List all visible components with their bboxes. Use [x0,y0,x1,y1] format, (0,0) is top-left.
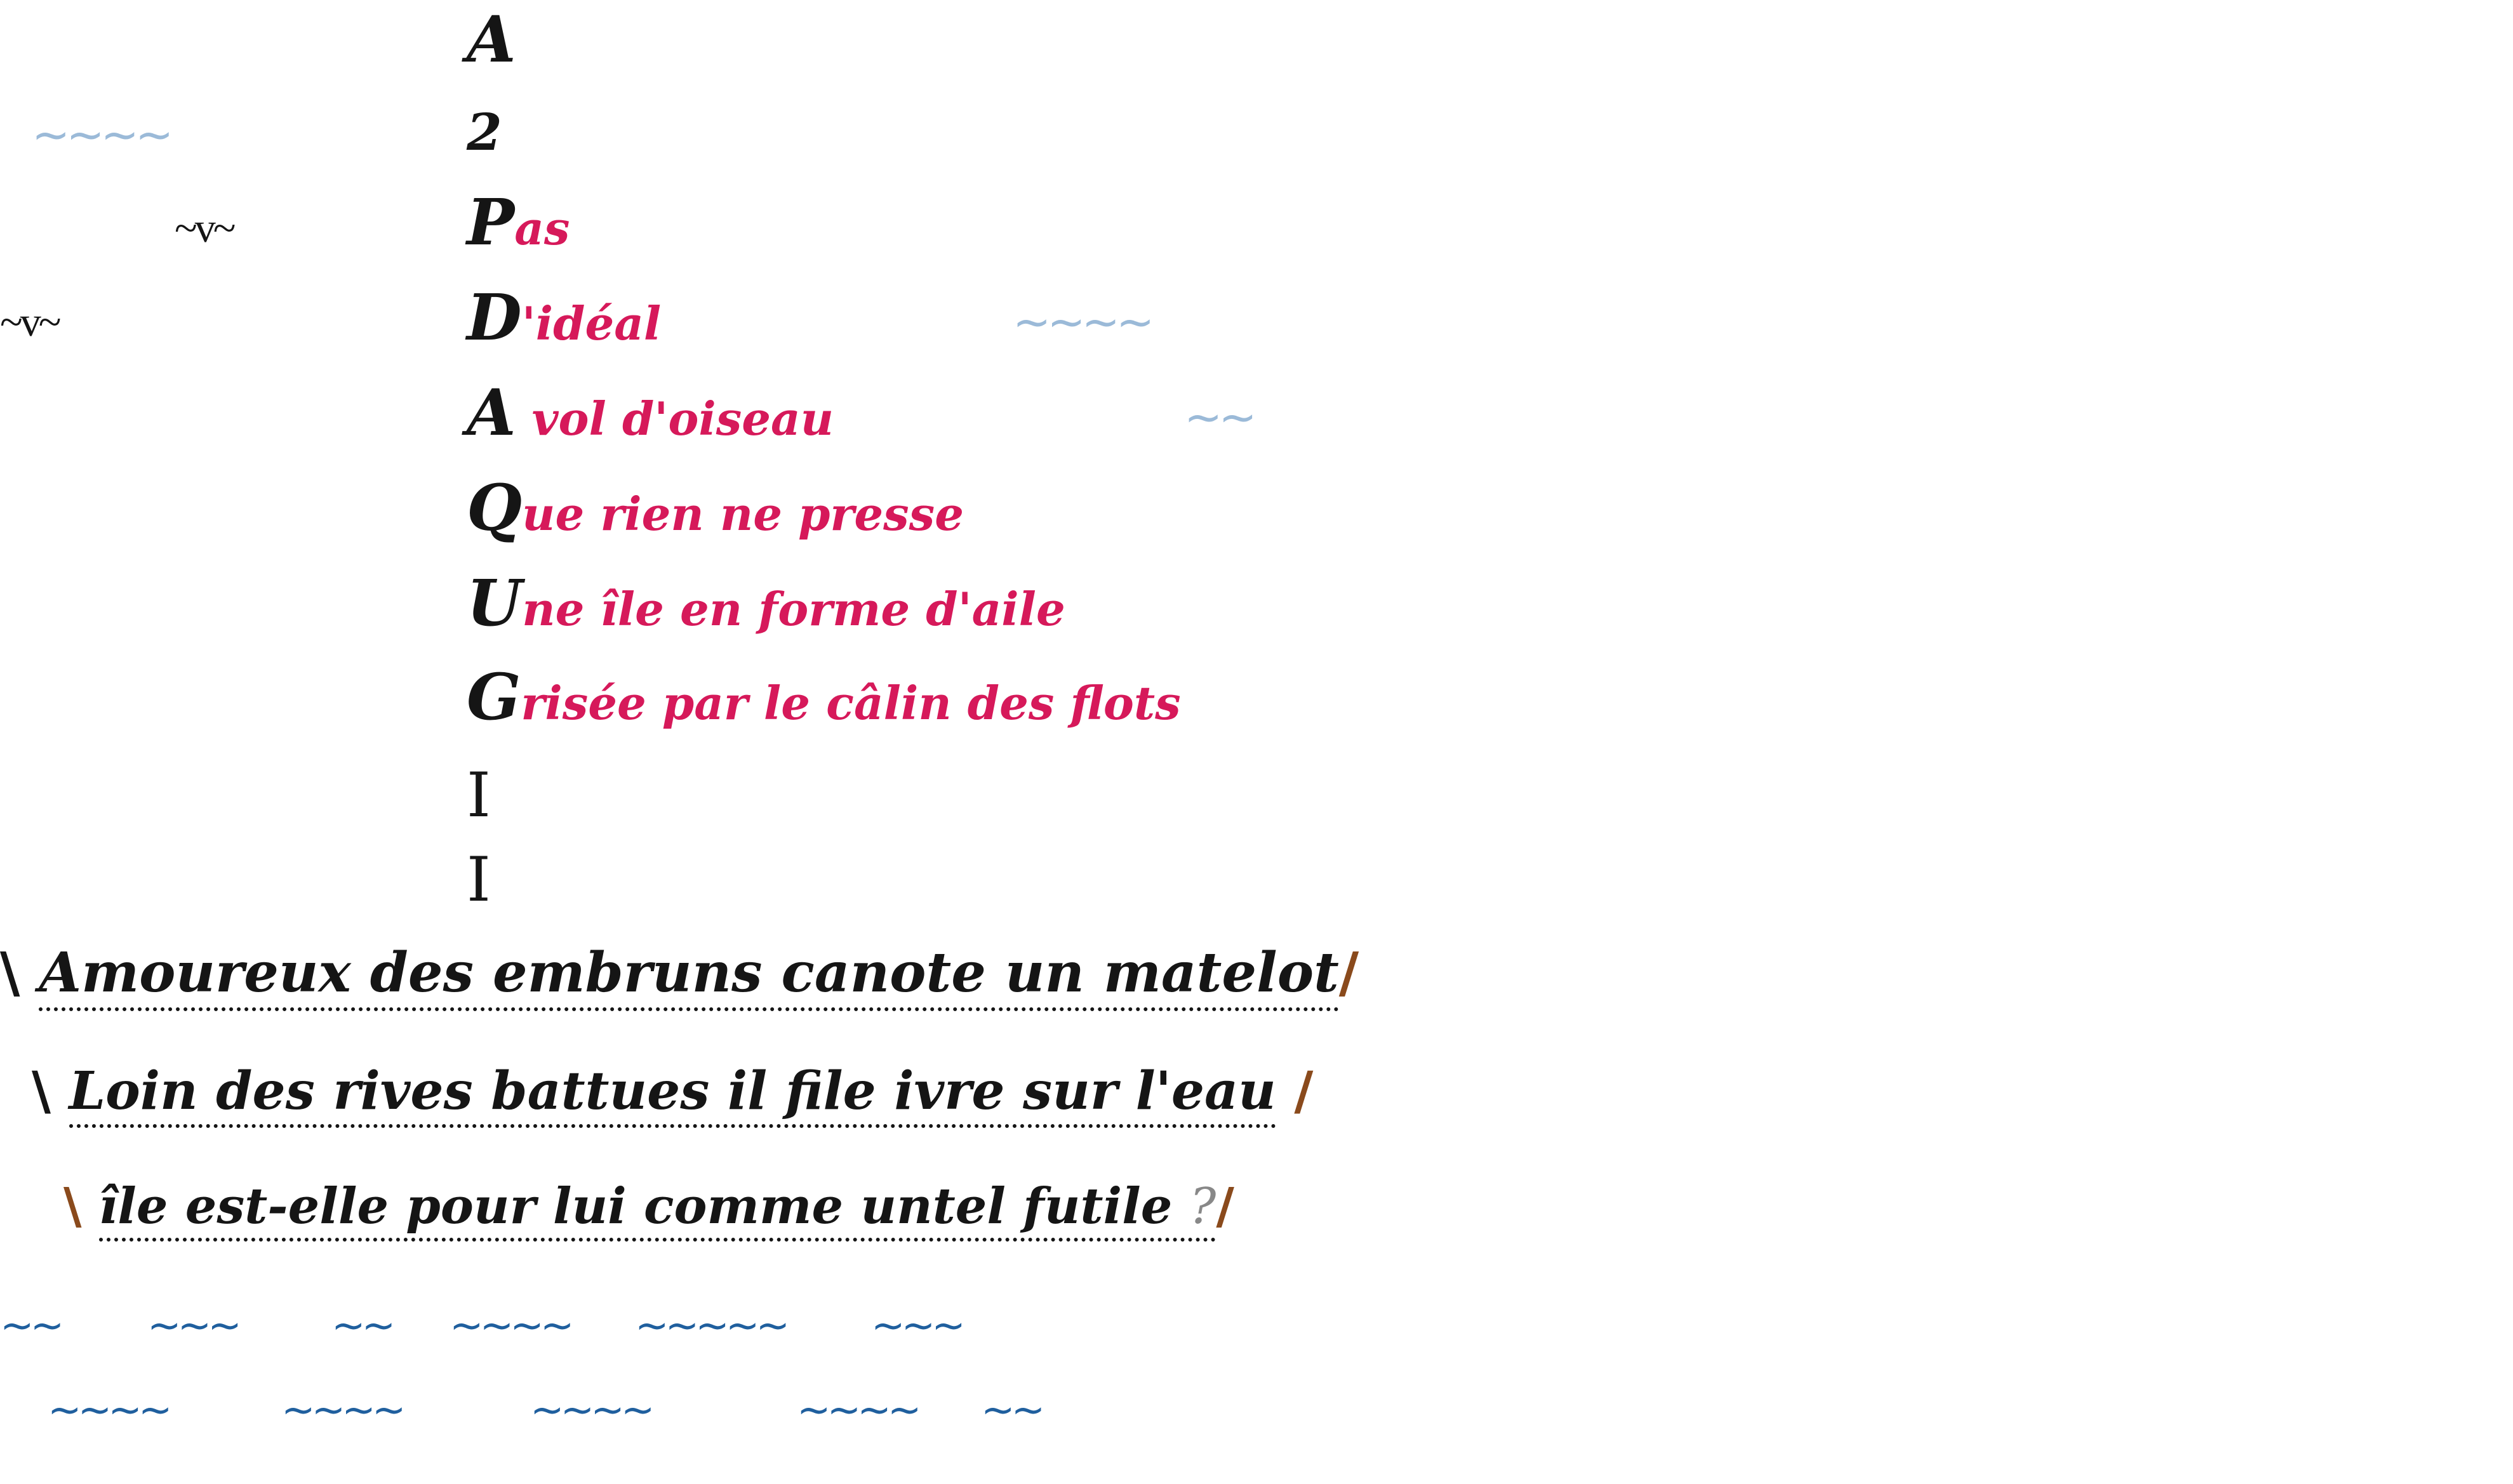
verse-text: Loin des rives battues il file ivre sur … [69,1061,1276,1128]
acrostic-rest: risée par le câlin des flots [521,676,1181,730]
acrostic-capital: I [467,844,491,915]
verse-line-3: \ île est-elle pour lui comme untel futi… [63,1177,1234,1242]
acrostic-line-5: A vol d'oiseau [467,381,834,444]
acrostic-rest: vol d'oiseau [516,392,834,446]
verse-text: île est-elle pour lui comme untel futile… [98,1177,1217,1242]
verse-text-body: île est-elle pour lui comme untel futile [98,1177,1190,1235]
acrostic-rest: ue rien ne presse [522,487,964,541]
sea-wave: ~~ [0,1302,64,1349]
acrostic-rest: ne île en forme d'aile [522,582,1065,636]
acrostic-line-9: I [467,765,491,826]
sea-wave: ~~ [981,1387,1045,1434]
verse-text: Amoureux des embruns canote un matelot [39,941,1339,1011]
bird-glyph: ~v~ [175,205,236,251]
verse-open-slash: \ [32,1061,51,1122]
verse-open-slash: \ [0,941,20,1005]
sea-wave: ~~~~~ [635,1302,790,1349]
acrostic-capital: Q [467,470,523,545]
acrostic-line-7: Une île en forme d'aile [467,571,1065,635]
sky-wave: ~~~~ [1013,295,1154,348]
verse-close-slash: / [1216,1177,1234,1235]
sea-wave: ~~~~ [281,1387,406,1434]
sea-wave: ~~~ [147,1302,242,1349]
acrostic-line-8: Grisée par le câlin des flots [467,665,1181,729]
sea-wave: ~~~~ [450,1302,574,1349]
acrostic-line-2: 2 [467,107,502,157]
acrostic-capital: P [467,185,515,260]
sea-wave: ~~~ [871,1302,966,1349]
verse-question-mark: ? [1189,1178,1217,1235]
bird-glyph: ~v~ [0,299,61,345]
verse-line-1: \ Amoureux des embruns canote un matelot… [0,941,1359,1011]
sea-wave: ~~~~ [530,1387,655,1434]
acrostic-capital: U [467,566,523,640]
verse-close-slash: / [1338,941,1359,1005]
verse-close-slash: / [1294,1061,1314,1122]
acrostic-rest: 'idéal [521,296,662,350]
acrostic-capital: A [467,375,516,450]
sea-wave: ~~~~ [48,1387,172,1434]
sky-wave: ~~ [1184,390,1257,444]
acrostic-capital: D [467,280,522,355]
sea-wave: ~~ [331,1302,396,1349]
acrostic-capital: G [467,659,521,734]
verse-open-slash: \ [63,1177,82,1235]
verse-line-2: \ Loin des rives battues il file ivre su… [32,1061,1313,1128]
acrostic-line-1: A [467,8,516,71]
acrostic-line-3: Pas [467,190,570,254]
acrostic-capital: I [467,760,491,831]
sea-wave: ~~~~ [797,1387,921,1434]
acrostic-capital: A [467,2,516,77]
acrostic-capital: 2 [467,102,502,162]
acrostic-line-6: Que rien ne presse [467,476,964,540]
acrostic-rest: as [514,201,570,255]
acrostic-line-10: I [467,849,491,910]
sky-wave: ~~~~ [32,108,173,161]
acrostic-line-4: D'idéal [467,286,661,349]
